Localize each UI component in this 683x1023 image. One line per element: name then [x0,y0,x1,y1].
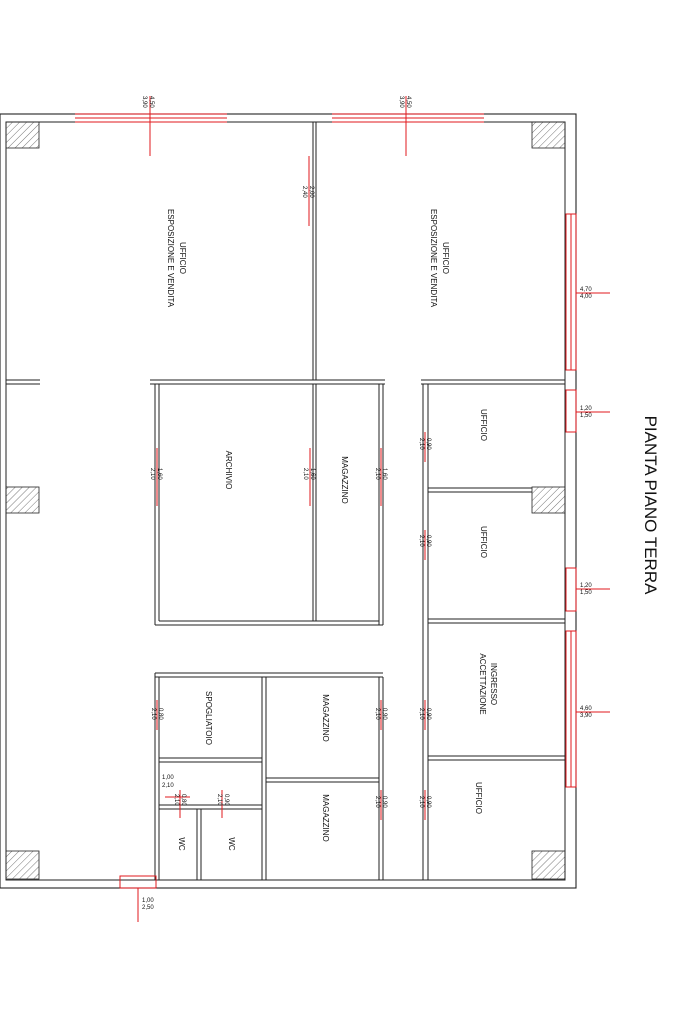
dimension-label: 2,50 [142,905,154,911]
page-title: PIANTA PIANO TERRA [641,416,660,596]
dimension-label: 0,90 [381,708,387,720]
room-magazzino-mid: MAGAZZINO [340,456,349,504]
dimension-label: 1,50 [580,590,592,596]
dimension-label: 1,50 [580,413,592,419]
pillar-top-right [531,121,566,149]
pillars [5,121,566,880]
dimension-label: 2,10 [150,708,156,720]
room-wc-1: WC [177,837,186,851]
dimension-label: 2,10 [418,535,424,547]
pillar-top-left [5,121,40,149]
room-wc-2: WC [227,837,236,851]
dimension-label: 1,60 [156,468,162,480]
dimension-label: 2,10 [418,438,424,450]
dimension-label: 1,20 [580,583,592,589]
dimension-label: 0,90 [381,796,387,808]
pillar-mid-right [531,486,566,514]
pillar-bottom-right [531,850,566,880]
room-spogliatoio: SPOGLIATOIO [204,691,213,745]
dimension-label: 2,10 [302,468,308,480]
dimension-label: 2,10 [418,796,424,808]
dimension-label: 2,10 [374,468,380,480]
room-ufficio-3: UFFICIO [474,782,483,814]
dimension-label: 4,50 [148,96,154,108]
dimension-label: 1,00 [142,898,154,904]
dimension-label: 2,40 [301,186,307,198]
pillar-mid-left [5,486,40,514]
dimension-label: 4,00 [580,294,592,300]
dimension-label: 0,80 [180,794,186,806]
room-ufficio-1: UFFICIO [479,409,488,441]
room-ingresso-1: INGRESSO [489,663,498,705]
openings [75,96,610,922]
room-ufficio-2: UFFICIO [479,526,488,558]
room-ufficio-esposizione-left-1: UFFICIO [178,242,187,274]
dimension-label: 4,70 [580,287,592,293]
dimension-label: 2,10 [216,794,222,806]
outer-walls [0,113,577,889]
room-ufficio-esposizione-right-1: UFFICIO [441,242,450,274]
dimension-label: 0,90 [223,794,229,806]
room-labels: UFFICIO ESPOSIZIONE E VENDITA UFFICIO ES… [166,209,498,851]
dimension-label: 0,90 [425,708,431,720]
room-ingresso-2: ACCETTAZIONE [478,653,487,714]
dimension-label: 2,10 [374,708,380,720]
dimension-label: 2,00 [308,186,314,198]
dimension-label: 0,90 [425,438,431,450]
dimension-label: 2,10 [149,468,155,480]
dimension-label: 3,90 [580,713,592,719]
dimension-label: 0,90 [425,796,431,808]
dimension-label: 0,80 [157,708,163,720]
room-magazzino-low-2: MAGAZZINO [321,794,330,842]
room-magazzino-low-1: MAGAZZINO [321,694,330,742]
dimension-label: 4,50 [405,96,411,108]
dimension-label: 4,60 [580,706,592,712]
dimension-label: 2,10 [374,796,380,808]
dimension-label: 1,20 [580,406,592,412]
dimension-label: 2,10 [162,783,174,789]
dimension-labels: 4,50 3,90 4,50 3,90 2,00 2,40 1,60 2,10 … [141,96,592,911]
dimension-label: 1,60 [381,468,387,480]
dimension-label: 3,90 [141,96,147,108]
dimension-label: 2,10 [173,794,179,806]
room-ufficio-esposizione-left-2: ESPOSIZIONE E VENDITA [166,209,175,308]
room-ufficio-esposizione-right-2: ESPOSIZIONE E VENDITA [429,209,438,308]
dimension-label: 1,60 [309,468,315,480]
dimension-label: 0,90 [425,535,431,547]
dimension-label: 1,00 [162,775,174,781]
interior-walls [6,122,565,880]
pillar-bottom-left [5,850,40,880]
dimension-label: 3,90 [398,96,404,108]
dimension-label: 2,10 [418,708,424,720]
room-archivio: ARCHIVIO [224,451,233,490]
